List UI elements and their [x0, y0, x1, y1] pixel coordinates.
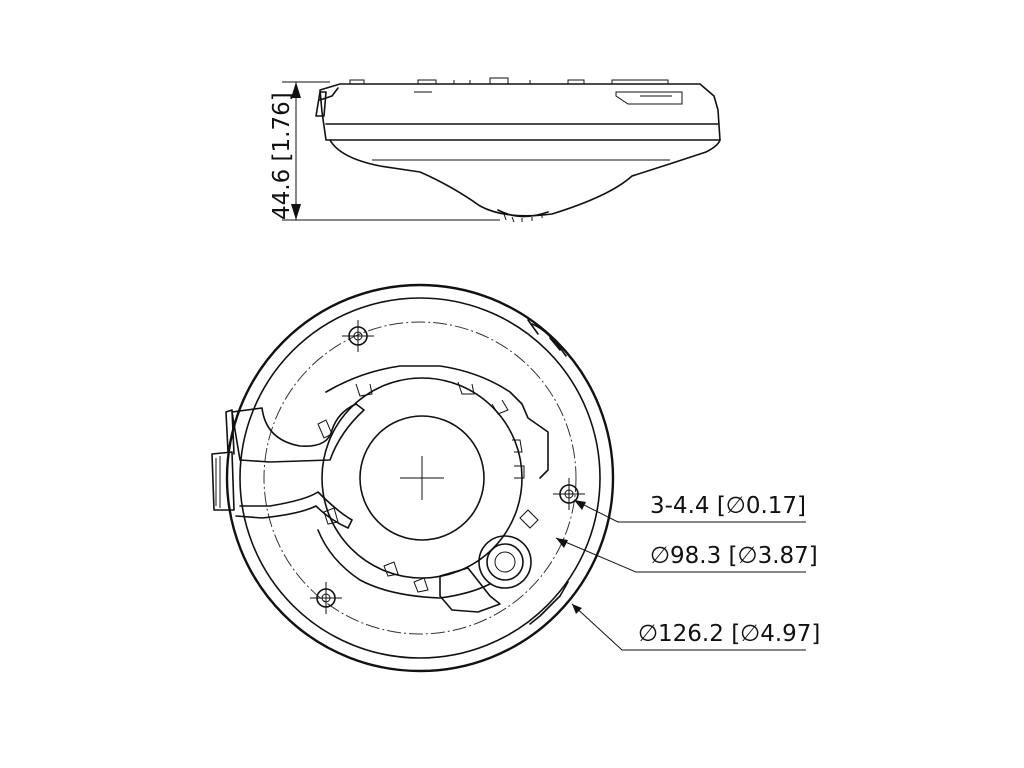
hub-center	[359, 415, 485, 541]
mounting-hole-bottom	[310, 582, 342, 614]
side-view-dome	[329, 139, 721, 217]
outer-dimension-label: ∅126.2 [∅4.97]	[638, 621, 820, 647]
leaders	[555, 499, 806, 651]
inner-ring	[239, 297, 601, 659]
hole-dimension-label: 3-4.4 [∅0.17]	[650, 493, 806, 519]
mount-circle	[263, 321, 577, 635]
outer-ring	[225, 283, 615, 673]
side-view-top-plate	[319, 83, 721, 141]
mounting-hole-right	[553, 478, 585, 510]
cable-slot	[231, 403, 365, 463]
lens-module	[439, 535, 532, 613]
side-view-lens	[497, 209, 549, 218]
bottom-view	[211, 283, 615, 673]
mount-circle-dimension-label: ∅98.3 [∅3.87]	[650, 543, 818, 569]
mounting-hole-top	[342, 320, 374, 352]
side-view	[315, 77, 721, 223]
edge-notch	[531, 323, 567, 357]
center-crosshair	[400, 456, 444, 500]
height-dimension-label: 44.6 [1.76]	[269, 92, 295, 220]
height-dimension: 44.6 [1.76]	[269, 81, 500, 221]
